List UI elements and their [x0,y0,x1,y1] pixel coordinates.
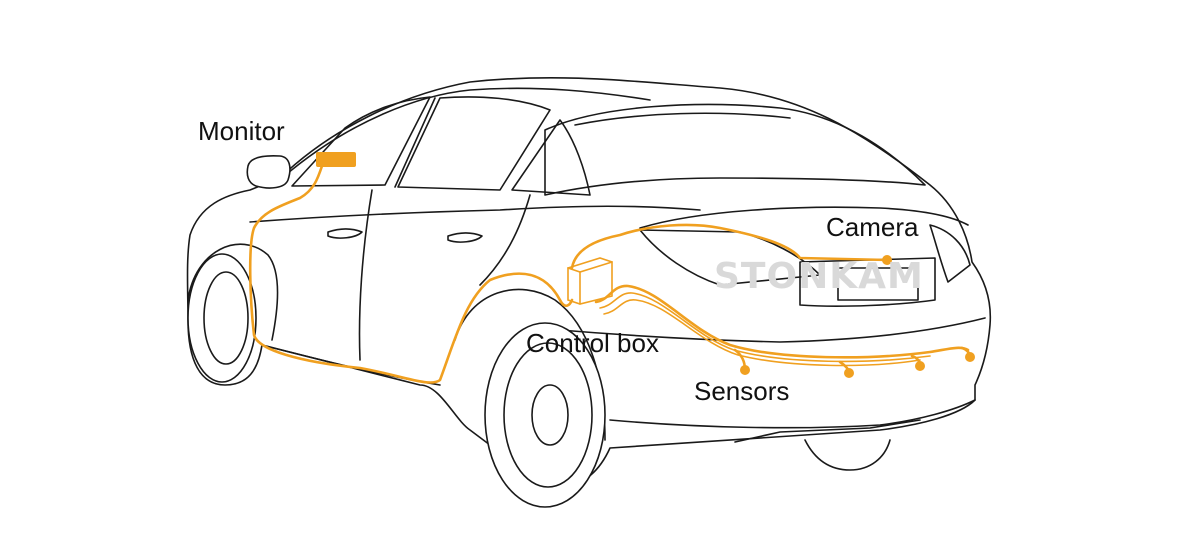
sensor-dot-3 [915,361,925,371]
camera-cable [570,223,890,270]
rear-side-window [397,96,551,191]
rear-rim [503,342,593,488]
diffuser [734,419,921,443]
sensor-dot-2 [844,368,854,378]
sensor-dot-1 [740,365,750,375]
stonkam-watermark: STONKAM [714,256,924,297]
license-plate-recess [799,257,936,307]
front-side-window [291,96,431,187]
far-rear-tire [804,439,891,471]
sensor-harness-1 [594,284,970,359]
roof-line [281,87,651,179]
car-body-outline [186,76,992,489]
label-camera: Camera [826,212,919,242]
side-mirror [246,155,291,189]
rear-door-handle [447,232,483,243]
label-sensors: Sensors [694,376,790,406]
label-control-box: Control box [526,328,659,358]
monitor-unit [316,152,356,167]
b-pillar [394,97,436,188]
body-crease [249,205,701,223]
wiring-harness [248,152,975,384]
sensor-dot-4 [965,352,975,362]
label-monitor: Monitor [198,116,285,146]
front-rim [203,271,249,365]
rear-hub [531,384,569,446]
license-plate [837,267,919,301]
rear-window-inner [574,112,791,126]
monitor-cable [248,164,574,384]
front-door-handle [327,228,363,239]
rear-bumper [559,317,986,343]
control-box [567,257,613,305]
quarter-window [511,119,591,196]
front-tire [187,253,257,383]
sensor-harness-3 [603,299,921,367]
bumper-lower [609,399,976,429]
camera-dot [882,255,892,265]
tail-light-right [929,224,971,283]
sensor-harness-2 [599,292,931,363]
rear-window [544,103,926,196]
rear-door-line [479,194,531,286]
trunk-lid [639,206,969,229]
front-door-line [358,189,373,361]
